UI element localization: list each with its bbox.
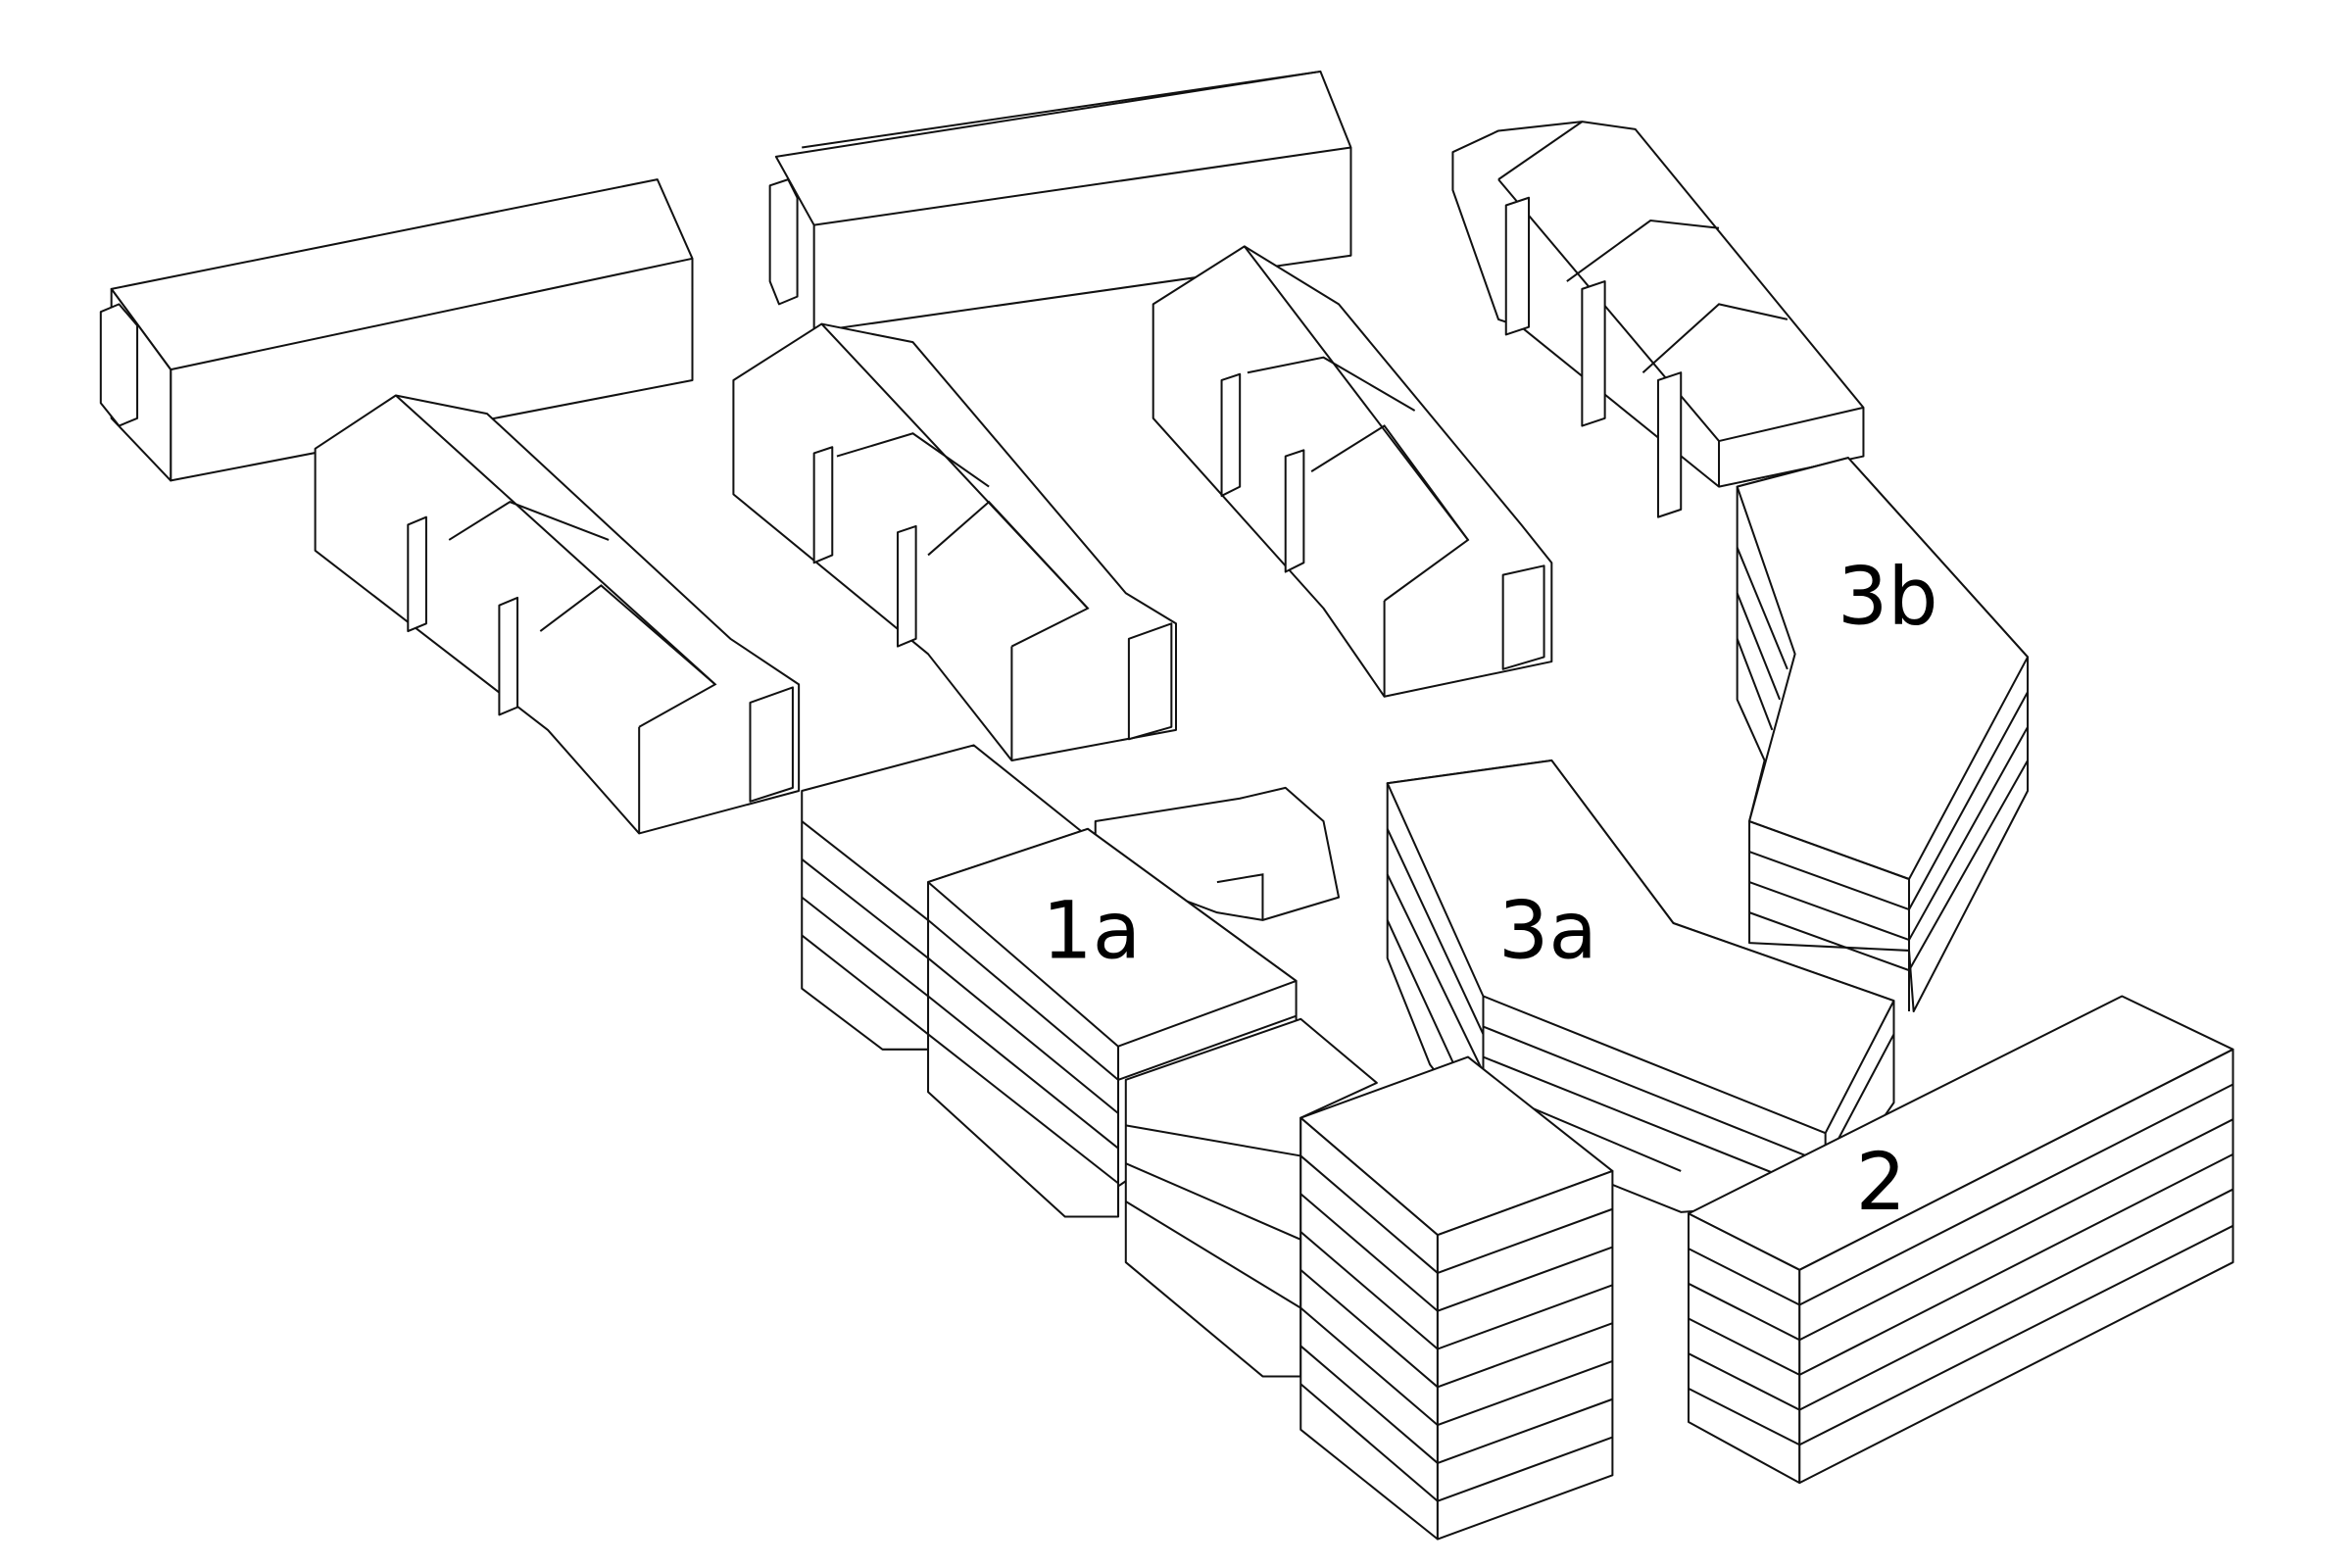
building-3b-label: 3b — [1838, 551, 1938, 643]
existing-row-houses-top-right — [1451, 121, 1865, 518]
existing-building-top-left — [99, 178, 694, 482]
building-3b: 3b — [1736, 457, 2030, 1013]
building-2-label: 2 — [1856, 1137, 1906, 1229]
building-3a-label: 3a — [1498, 886, 1597, 978]
existing-row-houses-left — [314, 394, 801, 835]
existing-building-top-center — [768, 70, 1352, 333]
existing-row-houses-middle-right — [1152, 245, 1553, 698]
building-2: 2 — [1687, 995, 2234, 1485]
building-1a: 1a — [801, 744, 1614, 1541]
existing-row-houses-middle-left — [732, 322, 1178, 761]
building-1a-label: 1a — [1042, 886, 1141, 978]
